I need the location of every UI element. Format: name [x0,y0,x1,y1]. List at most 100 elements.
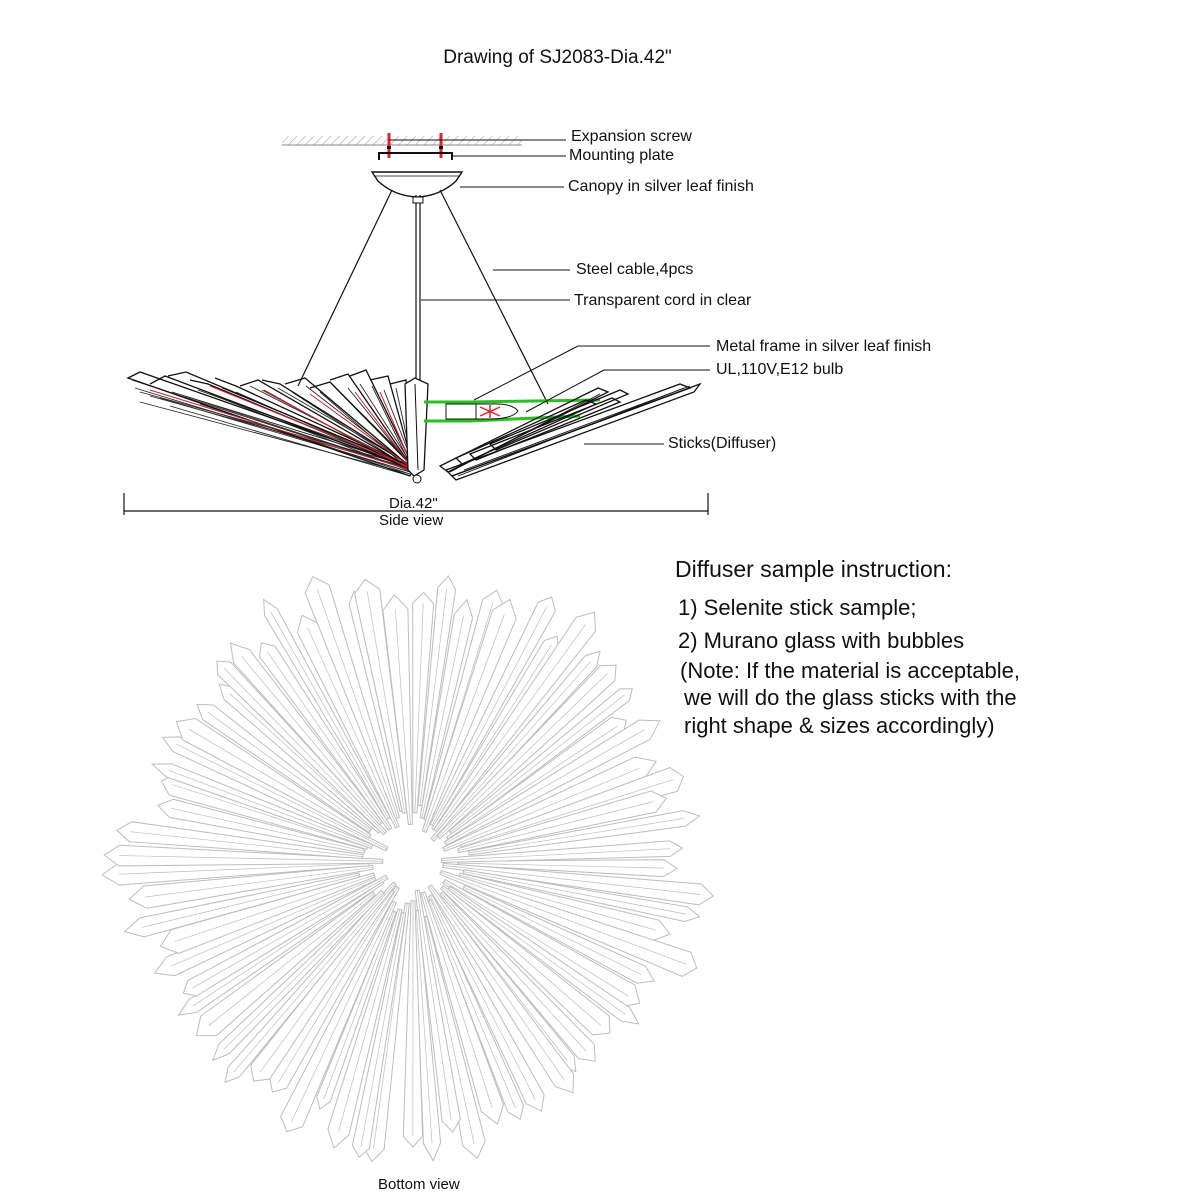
diffuser-stick-edge [441,887,602,1026]
diffuser-stick-edge [395,609,411,825]
label-metal-frame: Metal frame in silver leaf finish [716,338,932,355]
diffuser-stick-edge [459,874,657,931]
diffuser-stick-edge [416,890,452,1121]
diffuser-stick-edge [440,871,687,965]
diffuser-stick-edge [316,588,398,818]
diffuser-stick [414,889,461,1133]
bulb-assembly [424,398,601,423]
mounting-plate [378,152,453,160]
diffuser-stick-edge [429,886,565,1081]
diffuser-stick-edge [145,866,373,898]
diffuser-stick-edge [208,893,375,1027]
dimension-label: Dia.42" [389,495,438,512]
instruction-line-5: right shape & sizes accordingly) [684,713,995,738]
diffuser-stick-edge [435,624,587,832]
diffuser-stick [442,862,715,906]
diffuser-stick-edge [366,591,406,814]
diffuser-stick-edge [419,588,448,806]
diffuser-stick-edge [423,614,505,832]
diffuser-stick-edge [431,606,548,826]
diffuser-stick-edge [192,881,383,1007]
right-stick-cluster [438,382,702,481]
diffuser-stick [116,821,364,860]
diffuser-stick-edge [192,876,388,989]
diffuser-stick-edge [130,831,363,857]
diffuser-stick-edge [119,855,383,862]
diffuser-stick-edge [171,807,365,852]
diffuser-stick [417,575,457,807]
diffuser-stick-edge [433,644,552,830]
diffuser-stick-edge [458,801,654,852]
diffuser-stick-edge [441,892,587,1052]
diffuser-stick-edge [170,877,376,967]
label-mounting-plate: Mounting plate [569,147,674,164]
diffuser-stick-edge [461,779,674,848]
left-stick-cluster [126,369,429,484]
diffuser-stick-edge [422,892,493,1109]
instruction-line-2: 2) Murano glass with bubbles [678,628,965,653]
diffuser-stick-edge [188,728,370,837]
diffuser-stick-edge [447,726,618,840]
transparent-cord [412,195,424,380]
diffuser-stick [128,864,374,909]
diffuser-stick-edge [270,611,389,819]
diffuser-stick-edge [266,651,391,830]
diffuser-stick-edge [415,910,433,1144]
diffuser-stick-edge [450,694,625,833]
diffuser-stick-edge [360,912,405,1148]
diffuser-stick [304,576,401,820]
diffuser-stick-edge [468,817,685,854]
diffuser-stick-edge [457,862,664,869]
diffuser-stick-edge [448,887,626,1015]
side-view-caption: Side view [379,512,444,529]
bottom-view-caption: Bottom view [378,1176,460,1193]
diffuser-stick-edge [338,909,401,1132]
diffuser-stick-edge [176,743,388,850]
diffuser-stick-edge [259,889,393,1073]
diffuser-stick-edge [241,656,382,824]
diffuser-stick-edge [229,693,381,832]
diffuser-stick-edge [118,863,369,875]
diffuser-stick-edge [174,874,375,942]
diffuser-stick [439,869,698,977]
diffuser-stick-edge [463,886,642,975]
steel-cables [297,189,549,405]
label-transparent-cord: Transparent cord in clear [574,292,752,309]
instructions-heading: Diffuser sample instruction: [675,556,952,582]
diffuser-stick [354,578,408,814]
diffuser-stick [382,593,413,826]
diffuser-stick-edge [445,729,645,844]
instruction-line-4: we will do the glass sticks with the [684,685,1017,710]
diffuser-stick [412,591,435,814]
diffuser-stick-edge [323,911,395,1100]
dimension-line [123,493,709,515]
label-bulb: UL,110V,E12 bulb [716,361,844,378]
diffuser-stick-edge [223,891,384,1050]
diffuser-stick-edge [291,901,395,1122]
drawing-title: Drawing of SJ2083-Dia.42" [443,47,672,68]
diffuser-stick-edge [223,668,386,834]
diffuser-stick-edge [172,784,368,848]
label-expansion-screw: Expansion screw [571,128,692,145]
diffuser-stick-edge [207,712,371,832]
label-steel-cable: Steel cable,4pcs [576,261,694,278]
instruction-line-3: (Note: If the material is acceptable, [680,658,1020,683]
diffuser-stick-edge [141,874,360,928]
diffuser-stick-edge [441,848,670,861]
diffuser-stick-edge [443,767,640,850]
label-sticks: Sticks(Diffuser) [668,435,777,452]
diffuser-stick [316,910,397,1110]
diffuser-stick-edge [307,627,398,828]
callout-leaders [389,139,710,445]
diffuser-stick-edge [428,900,516,1109]
diffuser-stick-edge [424,916,475,1144]
diffuser-stick-edge [443,881,629,997]
diffuser-stick-edge [421,615,464,818]
diffuser-stick-edge [414,603,424,813]
diffuser-stick-edge [438,673,608,838]
diffuser-stick-edge [277,887,398,1084]
diffuser-stick [103,844,384,867]
instruction-line-1: 1) Selenite stick sample; [678,595,917,620]
diffuser-stick-edge [443,865,701,895]
